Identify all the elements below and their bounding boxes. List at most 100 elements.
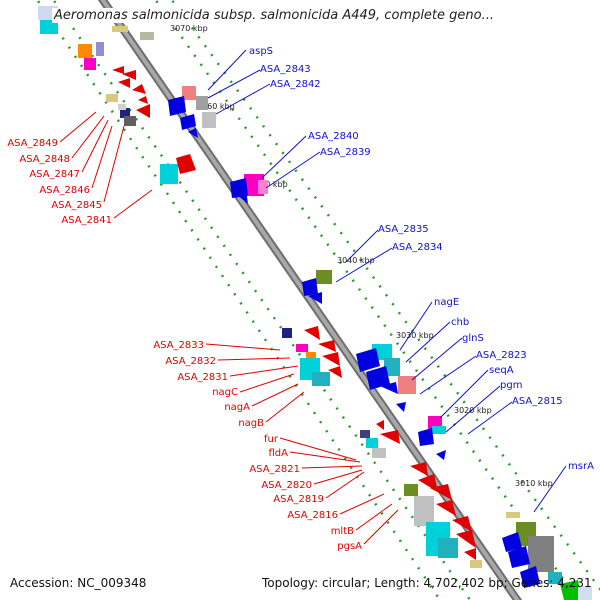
gene-block	[384, 358, 400, 376]
leader-line	[345, 229, 379, 263]
gene-block	[40, 20, 58, 34]
gene-block	[160, 164, 178, 184]
forward-gene-arrow	[122, 70, 136, 80]
gene-label-asa-2841[interactable]: ASA_2841	[61, 215, 112, 226]
gene-label-asa-2816[interactable]: ASA_2816	[287, 510, 338, 521]
gene-block	[360, 430, 370, 438]
leader-line	[411, 337, 463, 381]
gene-label-asa-2833[interactable]: ASA_2833	[153, 340, 204, 351]
gene-block	[470, 560, 482, 568]
reverse-gene-arrow	[502, 532, 522, 552]
leader-line	[325, 471, 365, 499]
reverse-gene-arrow	[168, 96, 186, 116]
gene-block	[182, 86, 196, 100]
gene-block	[578, 586, 592, 600]
forward-gene-arrow	[376, 420, 384, 430]
gene-block	[414, 496, 434, 526]
accession-text: Accession: NC_009348	[10, 576, 147, 590]
gene-label-asa-2840[interactable]: ASA_2840	[308, 131, 359, 142]
forward-gene-arrow	[456, 530, 476, 548]
gene-label-asa-2845[interactable]: ASA_2845	[51, 200, 102, 211]
forward-gene-arrow	[452, 516, 472, 532]
gene-label-asa-2819[interactable]: ASA_2819	[273, 494, 324, 505]
leader-line	[59, 111, 97, 143]
reverse-gene-arrow	[418, 428, 434, 446]
leader-line	[71, 115, 105, 159]
gene-label-fur[interactable]: fur	[264, 434, 279, 445]
forward-gene-arrow	[380, 430, 400, 444]
leader-line	[419, 355, 477, 395]
gene-label-chb[interactable]: chb	[451, 317, 469, 328]
gene-label-nagb[interactable]: nagB	[238, 418, 264, 429]
leader-line	[399, 301, 433, 351]
reverse-gene-arrow	[188, 128, 198, 138]
leader-line	[91, 125, 113, 189]
topology-text: Topology: circular; Length: 4,702,402 bp…	[262, 576, 592, 590]
forward-gene-arrow	[176, 154, 196, 174]
gene-label-pgm[interactable]: pgm	[500, 380, 522, 391]
leader-line	[405, 321, 451, 363]
leader-line	[363, 509, 399, 545]
gene-label-asa-2842[interactable]: ASA_2842	[270, 79, 321, 90]
gene-label-asa-2843[interactable]: ASA_2843	[260, 64, 311, 75]
gene-label-asa-2846[interactable]: ASA_2846	[39, 185, 90, 196]
gene-block	[312, 372, 330, 386]
gene-label-nage[interactable]: nagE	[434, 297, 459, 308]
tick-label: 3060 kbp	[197, 102, 235, 111]
gene-label-asa-2831[interactable]: ASA_2831	[177, 372, 228, 383]
reverse-gene-arrow	[356, 348, 380, 372]
leader-line	[103, 125, 125, 203]
tick-label: 3040 kbp	[337, 256, 375, 265]
gene-label-asa-2823[interactable]: ASA_2823	[476, 350, 527, 361]
forward-gene-arrow	[464, 548, 476, 560]
forward-gene-arrow	[410, 462, 428, 476]
gene-label-seqa[interactable]: seqA	[489, 365, 514, 376]
gene-label-msra[interactable]: msrA	[568, 461, 594, 472]
leader-line	[439, 369, 489, 419]
dotted-guide-outer-right	[170, 0, 600, 592]
reverse-gene-arrow	[380, 382, 398, 394]
dotted-guide-inner-right	[154, 0, 580, 600]
gene-label-mltb[interactable]: mltB	[331, 526, 354, 537]
gene-label-asa-2847[interactable]: ASA_2847	[29, 169, 80, 180]
gene-label-asa-2834[interactable]: ASA_2834	[392, 242, 443, 253]
gene-block	[404, 484, 418, 496]
right-gene-labels: aspS ASA_2843 ASA_2842 ASA_2840 ASA_2839…	[249, 46, 594, 472]
tick-labels: 3070 kbp 3060 kbp 3050 kbp 3040 kbp 3030…	[170, 24, 553, 488]
leader-line	[355, 503, 393, 531]
gene-label-nagc[interactable]: nagC	[212, 387, 238, 398]
leader-line	[261, 135, 307, 179]
reverse-gene-arrow	[302, 278, 318, 296]
gene-label-asa-2832[interactable]: ASA_2832	[165, 356, 216, 367]
gene-label-asa-2815[interactable]: ASA_2815	[512, 396, 563, 407]
forward-gene-arrow	[436, 500, 456, 516]
tick-label: 3030 kbp	[396, 331, 434, 340]
leader-line	[113, 189, 153, 219]
gene-block	[528, 536, 554, 572]
gene-label-asa-2839[interactable]: ASA_2839	[320, 147, 371, 158]
leader-line	[215, 83, 271, 115]
gene-block	[118, 104, 126, 110]
gene-label-flda[interactable]: fldA	[269, 448, 289, 459]
gene-block	[202, 112, 216, 128]
reverse-gene-arrow	[236, 190, 248, 204]
gene-label-pgsa[interactable]: pgsA	[337, 541, 362, 552]
gene-label-asps[interactable]: aspS	[249, 46, 273, 57]
dotted-guide-inner-left	[52, 0, 472, 600]
gene-label-asa-2848[interactable]: ASA_2848	[19, 154, 70, 165]
gene-label-naga[interactable]: nagA	[224, 402, 250, 413]
gene-label-asa-2821[interactable]: ASA_2821	[249, 464, 300, 475]
gene-label-asa-2835[interactable]: ASA_2835	[378, 224, 429, 235]
leader-line	[265, 151, 321, 189]
gene-block	[438, 538, 458, 558]
forward-gene-arrow	[318, 340, 336, 352]
tick-label: 3050 kbp	[250, 180, 288, 189]
reverse-gene-arrow	[520, 566, 540, 588]
gene-label-asa-2820[interactable]: ASA_2820	[261, 480, 312, 491]
gene-label-glns[interactable]: glnS	[462, 333, 484, 344]
leader-line	[207, 69, 261, 99]
gene-label-asa-2849[interactable]: ASA_2849	[7, 138, 58, 149]
leader-line	[445, 385, 501, 433]
leader-line	[467, 401, 513, 435]
